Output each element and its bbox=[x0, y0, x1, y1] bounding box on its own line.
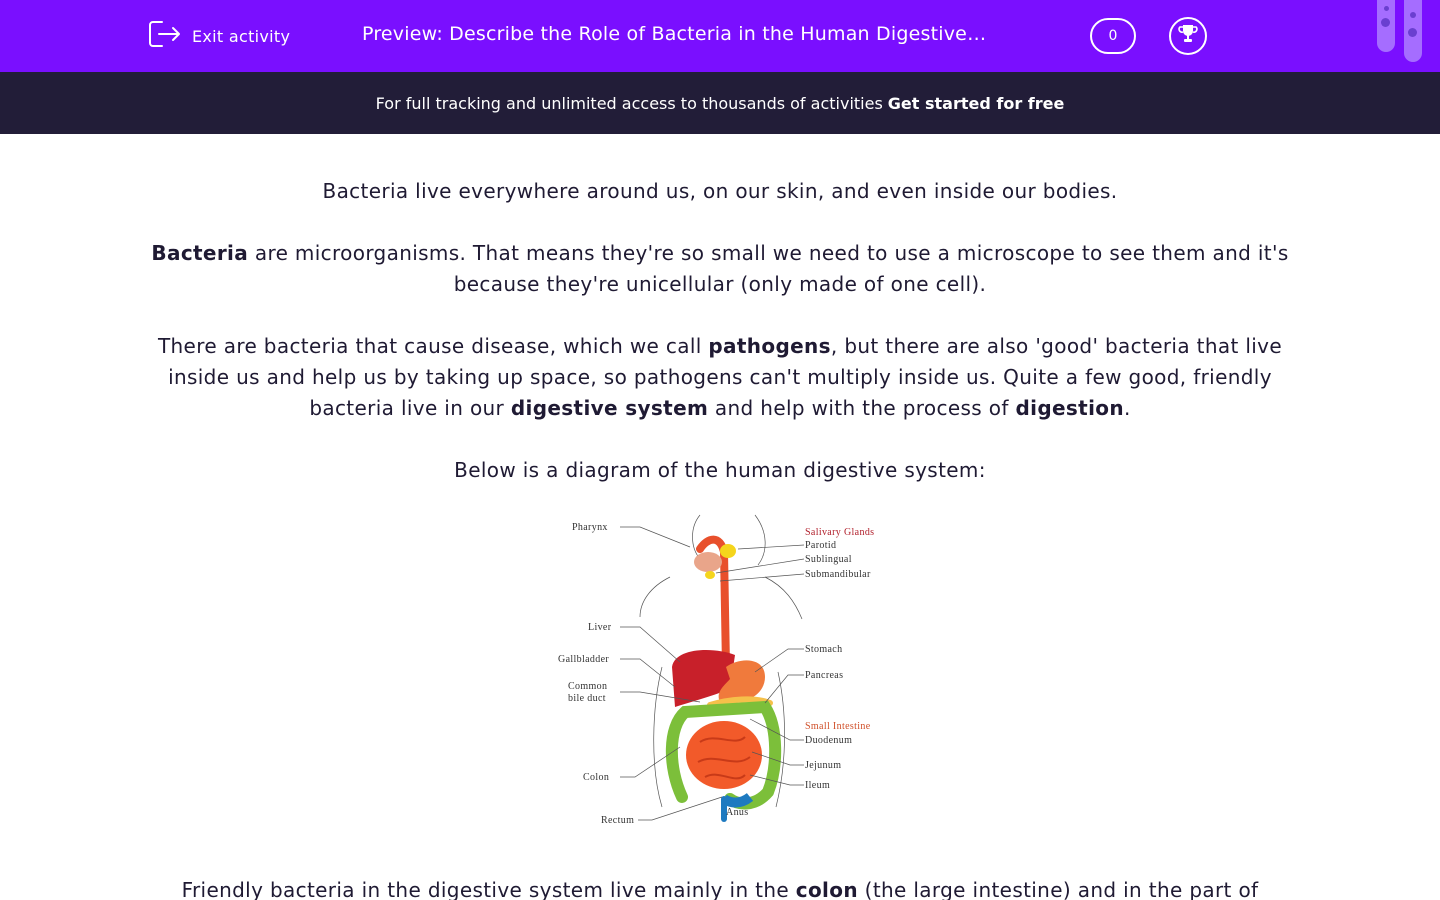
label-pharynx: Pharynx bbox=[572, 522, 608, 533]
decorative-dot bbox=[1384, 6, 1389, 11]
text-segment: and help with the process of bbox=[708, 396, 1016, 420]
term-bacteria: Bacteria bbox=[151, 241, 249, 265]
leader-line bbox=[620, 626, 681, 663]
leader-line bbox=[737, 544, 805, 550]
label-common-bile-duct-2: bile duct bbox=[568, 693, 606, 704]
banner-text: For full tracking and unlimited access t… bbox=[375, 93, 883, 113]
leader-line bbox=[719, 573, 805, 582]
label-stomach: Stomach bbox=[805, 644, 842, 655]
liver-shape bbox=[672, 650, 735, 707]
decorative-dot bbox=[1381, 18, 1390, 27]
signup-banner: For full tracking and unlimited access t… bbox=[0, 72, 1440, 134]
paragraph-bacteria-text: are microorganisms. That means they're s… bbox=[248, 241, 1289, 296]
colon-shape bbox=[665, 700, 782, 810]
text-segment: There are bacteria that cause disease, w… bbox=[157, 334, 709, 358]
sublingual-gland bbox=[705, 571, 715, 579]
label-liver: Liver bbox=[588, 622, 612, 633]
label-parotid: Parotid bbox=[805, 540, 836, 551]
leader-line bbox=[754, 648, 804, 673]
paragraph-bacteria: Bacteria are microorganisms. That means … bbox=[150, 238, 1290, 300]
page-title: Preview: Describe the Role of Bacteria i… bbox=[362, 23, 992, 45]
intestine-folds bbox=[697, 736, 751, 780]
paragraph-intro: Bacteria live everywhere around us, on o… bbox=[322, 179, 1118, 203]
label-jejunum: Jejunum bbox=[805, 760, 841, 771]
trophy-button[interactable] bbox=[1169, 17, 1207, 55]
exit-activity-button[interactable]: Exit activity bbox=[148, 20, 290, 52]
leader-line bbox=[749, 774, 804, 786]
label-ileum: Ileum bbox=[805, 780, 830, 791]
score-badge[interactable]: 0 bbox=[1090, 18, 1136, 54]
term-digestion: digestion bbox=[1015, 396, 1124, 420]
label-submandibular: Submandibular bbox=[805, 569, 871, 580]
label-pancreas: Pancreas bbox=[805, 670, 843, 681]
leader-line bbox=[715, 558, 805, 574]
body-outline bbox=[639, 514, 803, 620]
label-rectum: Rectum bbox=[601, 815, 634, 826]
text-segment: (the large intestine) and in the part of bbox=[857, 878, 1259, 900]
text-segment: . bbox=[1123, 396, 1131, 420]
lesson-content: Bacteria live everywhere around us, on o… bbox=[150, 176, 1290, 900]
leader-line bbox=[620, 691, 701, 703]
small-intestine-shape bbox=[686, 721, 762, 789]
label-sublingual: Sublingual bbox=[805, 554, 852, 565]
decorative-tube-left bbox=[1377, 0, 1395, 52]
parotid-gland bbox=[720, 544, 736, 558]
label-common-bile-duct-1: Common bbox=[568, 681, 607, 692]
leader-line bbox=[638, 796, 723, 821]
decorative-dot bbox=[1410, 12, 1416, 18]
paragraph-diagram-intro: Below is a diagram of the human digestiv… bbox=[454, 458, 986, 482]
label-small-intestine: Small Intestine bbox=[805, 721, 871, 732]
colon-descending bbox=[721, 792, 754, 808]
label-duodenum: Duodenum bbox=[805, 735, 852, 746]
get-started-link[interactable]: Get started for free bbox=[887, 93, 1065, 113]
term-colon: colon bbox=[795, 878, 858, 900]
text-segment: , but there are also 'good' bacteria tha… bbox=[168, 334, 1283, 420]
stomach-shape bbox=[718, 660, 765, 704]
paragraph-pathogens: There are bacteria that cause disease, w… bbox=[150, 331, 1290, 424]
leader-line bbox=[749, 718, 804, 741]
leader-line bbox=[620, 746, 681, 778]
label-gallbladder: Gallbladder bbox=[558, 654, 609, 665]
term-digestive-system: digestive system bbox=[510, 396, 709, 420]
label-salivary-glands: Salivary Glands bbox=[805, 527, 874, 538]
body-outline bbox=[653, 666, 785, 808]
exit-icon bbox=[148, 19, 182, 53]
top-bar: Exit activity Preview: Describe the Role… bbox=[0, 0, 1440, 72]
trophy-icon bbox=[1176, 22, 1200, 50]
label-anus: Anus bbox=[726, 807, 749, 818]
paragraph-friendly-bacteria: Friendly bacteria in the digestive syste… bbox=[150, 875, 1290, 900]
decorative-tube-right bbox=[1404, 0, 1422, 62]
score-value: 0 bbox=[1108, 28, 1118, 44]
leader-line bbox=[764, 674, 804, 704]
decorative-dot bbox=[1408, 28, 1417, 37]
mouth-shape bbox=[694, 552, 722, 572]
text-segment: Friendly bacteria in the digestive syste… bbox=[181, 878, 796, 900]
digestive-system-diagram: Pharynx Liver Gallbladder Common bile du… bbox=[558, 514, 874, 826]
exit-activity-label: Exit activity bbox=[192, 26, 291, 46]
label-colon: Colon bbox=[583, 772, 609, 783]
leader-line bbox=[751, 751, 804, 766]
leader-line bbox=[620, 526, 691, 548]
term-pathogens: pathogens bbox=[708, 334, 831, 358]
leader-line bbox=[620, 658, 676, 688]
